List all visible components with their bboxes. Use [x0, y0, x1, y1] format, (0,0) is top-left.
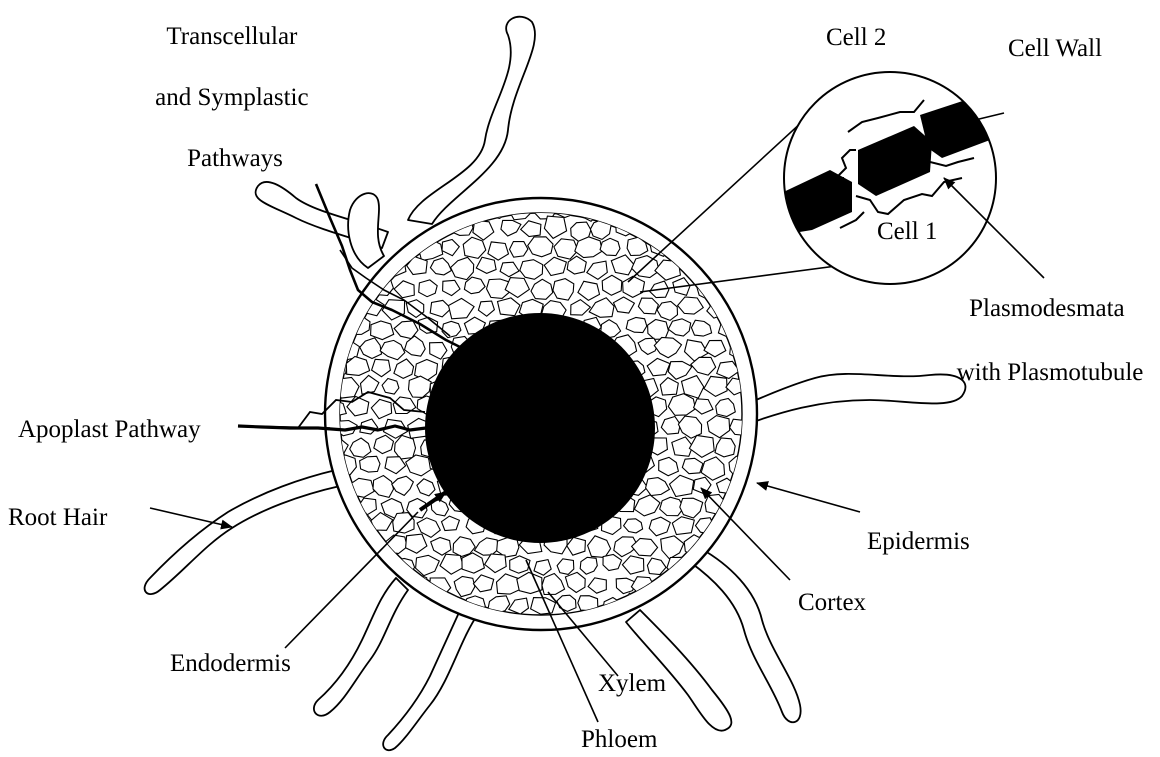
plasmodesmata-zoom-inset — [775, 72, 1000, 284]
cortex-cell — [393, 513, 414, 534]
epidermis-arrow — [757, 483, 860, 512]
root-hair — [314, 578, 408, 716]
label-xylem: Xylem — [598, 670, 667, 697]
label-transcellular: Transcellular and Symplastic Pathways — [155, 23, 315, 172]
label-cortex: Cortex — [798, 589, 867, 616]
cortex-cell — [553, 279, 574, 301]
cell-wall-leader — [975, 113, 1004, 120]
label-root-hair: Root Hair — [8, 504, 108, 531]
cortex-cell — [360, 456, 380, 472]
root-hair — [145, 470, 340, 594]
label-cell-wall: Cell Wall — [1008, 35, 1102, 62]
label-cell-2: Cell 2 — [826, 24, 886, 51]
label-endodermis: Endodermis — [170, 650, 291, 677]
root-hair — [348, 193, 384, 268]
root-hair — [408, 17, 535, 224]
label-epidermis: Epidermis — [867, 528, 970, 555]
label-apoplast-pathway: Apoplast Pathway — [18, 416, 201, 443]
zoom-line-upper — [628, 121, 803, 282]
label-plasmodesmata: Plasmodesmata with Plasmotubule — [957, 295, 1144, 386]
root-hair — [738, 374, 965, 426]
cortex-cell — [648, 320, 669, 340]
cortex-cell — [626, 317, 647, 332]
root-hair — [383, 606, 478, 750]
label-phloem: Phloem — [581, 726, 658, 753]
label-cell-1: Cell 1 — [877, 218, 937, 245]
